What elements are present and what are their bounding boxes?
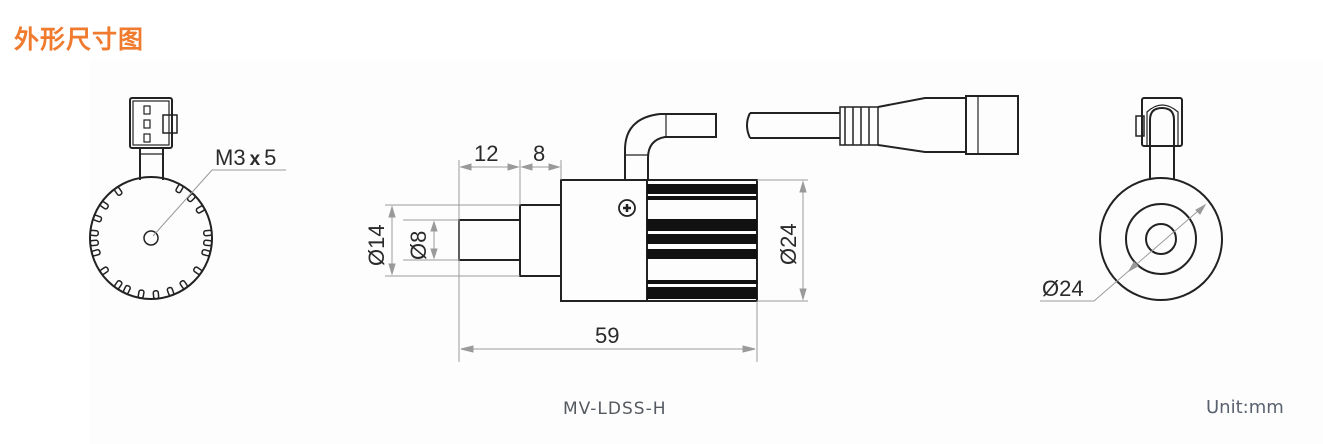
- disc-notch: [195, 205, 206, 214]
- rear-view: [89, 97, 286, 300]
- front-view: [1099, 97, 1223, 301]
- disc-notch: [193, 266, 203, 276]
- front-diameter-label: Ø24: [1042, 276, 1084, 301]
- disc-notch: [113, 186, 123, 196]
- dim-body-diameter: Ø24: [776, 223, 801, 265]
- disc-notch: [89, 229, 100, 237]
- connector-latch: [162, 114, 178, 134]
- screw-hole: [143, 230, 159, 246]
- dim-collar-diameter: Ø14: [364, 224, 389, 266]
- disc-notches: [89, 183, 213, 300]
- screw-cross: [623, 204, 631, 212]
- cable-cut-end: [746, 112, 751, 139]
- connector-inner: [132, 100, 170, 146]
- lens-collar: [519, 204, 562, 277]
- disc-notch: [179, 280, 189, 290]
- dim-collar-length: 8: [533, 141, 545, 166]
- disc-notch: [89, 239, 100, 247]
- dim-tip-length: 12: [474, 141, 498, 166]
- disc-notch: [186, 193, 196, 203]
- front-connector-latch: [1135, 115, 1145, 137]
- disc-notch: [99, 200, 109, 210]
- disc-notch: [175, 183, 184, 194]
- dim-tip-diameter: Ø8: [406, 231, 431, 260]
- strain-relief-ribs: [844, 107, 870, 145]
- lens-tip: [458, 219, 521, 261]
- screw-icon: [618, 199, 636, 217]
- dim-overall-length: 59: [595, 323, 619, 348]
- disc-notch: [99, 266, 109, 276]
- cable-segment: [750, 112, 840, 139]
- front-lens: [1145, 223, 1177, 255]
- disc-notch: [122, 284, 131, 295]
- side-view: [458, 95, 1019, 302]
- main-body: [560, 179, 648, 302]
- front-middle-ring: [1125, 203, 1197, 275]
- connector-housing: [129, 97, 173, 149]
- side-dimension-lines: [385, 160, 808, 362]
- disc-notch: [202, 239, 213, 247]
- front-outer-ring: [1099, 177, 1223, 301]
- connector-pin: [143, 105, 151, 115]
- disc-notch: [91, 249, 101, 257]
- plug-cone: [877, 97, 967, 153]
- heatsink-fins: [647, 184, 757, 299]
- disc-notch: [166, 286, 175, 297]
- disc-notch: [152, 289, 160, 300]
- connector-pin: [143, 119, 151, 129]
- disc-notch: [113, 280, 123, 290]
- disc-notch: [92, 214, 103, 223]
- bent-cable: [624, 113, 717, 180]
- disc-notch: [202, 229, 213, 237]
- plug-head: [965, 95, 1019, 155]
- unit-label: Unit:mm: [1206, 397, 1284, 418]
- page-title: 外形尺寸图: [14, 25, 145, 54]
- front-connector-housing: [1141, 97, 1183, 147]
- callout-leader: [152, 169, 213, 237]
- front-dimension-line: [1040, 203, 1207, 302]
- model-label: MV-LDSS-H: [563, 399, 667, 419]
- front-cable-outline: [1146, 104, 1179, 146]
- front-cable-bend: [1149, 106, 1175, 150]
- knurled-disc: [89, 176, 213, 300]
- disc-notch: [201, 249, 211, 257]
- disc-notch: [137, 289, 145, 299]
- connector-pin: [143, 133, 151, 143]
